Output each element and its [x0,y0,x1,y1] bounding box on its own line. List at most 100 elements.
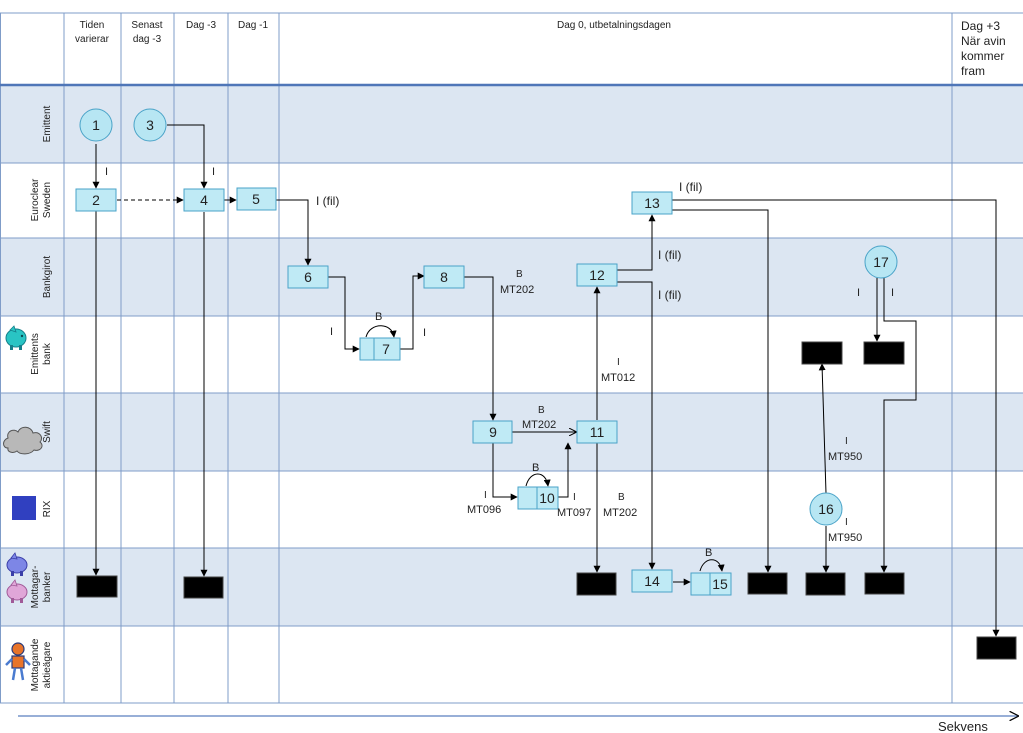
label-mt097: MT097 [557,507,591,519]
cloud-icon [3,426,43,455]
label-b-mt202-11: B [618,492,625,503]
step-box-7: 7 [359,337,401,361]
col-header-dag0: Dag 0, utbetalningsdagen [557,20,671,31]
col-header-senast-2: dag -3 [133,34,162,45]
black-boxes [76,341,1017,660]
step-box-4-label: 4 [200,192,208,208]
label-mt202-11: MT202 [603,507,637,519]
black-box-mottagarbank-4 [747,572,788,595]
step-circle-3: 3 [133,108,167,142]
arrow-5-to-6 [276,199,312,266]
arrow-15-self [699,559,725,572]
arrow-10-to-11 [558,442,572,498]
label-b-7: B [375,311,382,323]
arrow-12-to-14 [617,281,656,570]
row-header-emittents-bank-2: bank [42,342,53,365]
black-box-aktieagare [976,636,1017,660]
step-circle-17-label: 17 [873,254,889,270]
black-box-mottagarbank-1 [76,575,118,598]
step-box-2-label: 2 [92,192,100,208]
step-circle-1-label: 1 [92,117,100,133]
col-header-dag-minus3: Dag -3 [186,20,216,31]
label-i-mt096: I [484,490,487,501]
row-header-bankgirot: Bankgirot [42,256,53,298]
label-i-6-7: I [330,326,333,338]
step-box-13: 13 [631,191,673,215]
col-header-dag-minus1: Dag -1 [238,20,268,31]
step-box-12-label: 12 [589,267,605,283]
row-header-euroclear-1: Euroclear [30,178,41,221]
arrow-12-to-13 [617,214,656,271]
step-box-13-label: 13 [644,195,660,211]
label-mt012: MT012 [601,372,635,384]
row-header-rix: RIX [42,500,53,517]
step-box-6-label: 6 [304,269,312,285]
step-circle-17: 17 [864,245,898,279]
col-header-dag-plus3-2: När avin [961,34,1006,48]
label-i-7-8: I [423,327,426,339]
label-b-9: B [538,405,545,416]
step-box-11-label: 11 [590,424,605,440]
row-header-mottagande-2: aktieägare [42,641,53,688]
row-header-euroclear-2: Sweden [42,182,53,218]
label-mt202-8: MT202 [500,284,534,296]
label-ifil-12-down: I (fil) [658,288,681,302]
grid-lines [0,12,1023,704]
label-i-1: I [105,166,108,178]
black-box-mottagarbank-6 [864,572,905,595]
col-header-dag-plus3-4: fram [961,64,985,78]
row-header-emittents-bank-1: Emittents [30,333,41,375]
label-ifil-5: I (fil) [316,194,339,208]
step-box-10: 10 [517,486,559,510]
flow-labels: I I I (fil) I B I B MT202 B MT202 B I MT… [105,166,894,559]
label-ifil-13: I (fil) [679,180,702,194]
row-bg-emittent [0,85,1023,163]
col-header-tiden-1: Tiden [80,20,105,31]
sequence-label: Sekvens [938,719,988,733]
step-box-9: 9 [472,420,513,444]
arrow-9-to-10 [492,443,518,501]
row-header-emittent: Emittent [42,105,53,142]
label-i-mt097: I [573,492,576,503]
column-headers: Tiden varierar Senast dag -3 Dag -3 Dag … [75,20,671,45]
connectors [92,124,1000,637]
arrow-8-to-9 [463,276,497,421]
arrow-13-to-aktieagare [672,199,1000,637]
pig-icon-blue [6,552,28,576]
step-box-5: 5 [236,187,277,211]
pig-icon-pink [6,579,28,603]
step-boxes: 2 4 5 6 7 8 9 10 11 12 13 14 15 [75,187,732,596]
row-header-mottagarbanker-2: banker [42,571,53,602]
step-box-8-label: 8 [440,269,448,285]
step-box-11: 11 [576,420,618,444]
pig-icon-teal [5,325,27,350]
step-box-15: 15 [690,572,732,596]
step-box-12: 12 [576,263,618,287]
label-i-mt950-b: I [845,517,848,528]
arrow-17-to-bank [880,278,917,573]
row-backgrounds [0,85,1023,626]
label-i-3: I [212,166,215,178]
col-header-dag-plus3: Dag +3 När avin kommer fram [961,19,1006,78]
step-box-14: 14 [631,569,673,593]
step-box-15-label: 15 [712,576,728,592]
arrow-7-to-8 [400,272,425,350]
row-header-mottagarbanker-1: Mottagar- [30,566,41,609]
black-box-mottagarbank-2 [183,576,224,599]
step-box-7-label: 7 [382,341,390,357]
label-i-mt950-a: I [845,436,848,447]
step-box-2: 2 [75,188,117,212]
label-b-10: B [532,462,539,474]
label-mt950-b: MT950 [828,532,862,544]
row-header-mottagande-1: Mottagande [30,638,41,691]
black-box-mottagarbank-5 [805,572,846,596]
label-i-mt012: I [617,357,620,368]
arrow-7-self [365,325,397,338]
label-i-17-left: I [857,287,860,299]
label-mt950-a: MT950 [828,451,862,463]
label-ifil-12-up: I (fil) [658,248,681,262]
step-circle-3-label: 3 [146,117,154,133]
step-box-10-label: 10 [539,490,555,506]
